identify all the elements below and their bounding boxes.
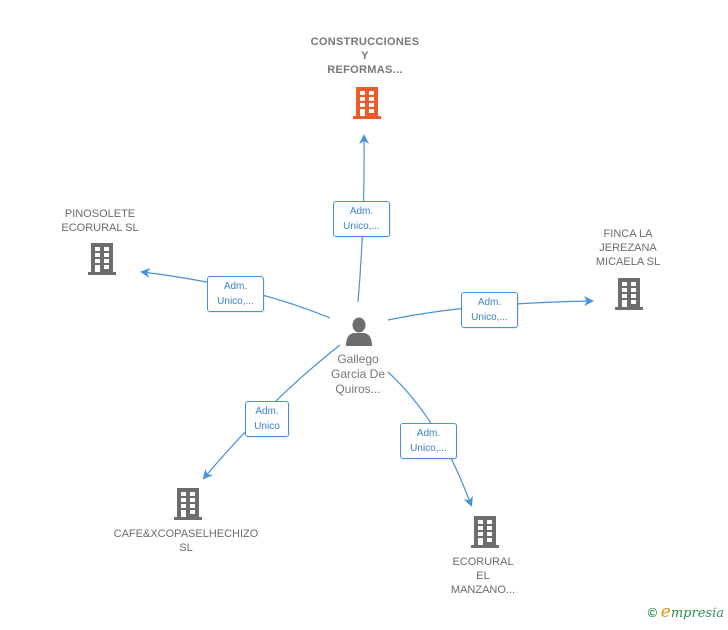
copyright-symbol: ©	[647, 605, 658, 620]
company-name-pinosolete[interactable]: PINOSOLETE ECORURAL SL	[61, 208, 139, 234]
company-name-ecorural[interactable]: ECORURAL EL MANZANO...	[450, 556, 516, 596]
footer-brand[interactable]: © empresia	[648, 602, 724, 622]
role-box-cafe[interactable]: Adm. Unico	[245, 401, 289, 437]
person-name[interactable]: Gallego Garcia De Quiros...	[330, 352, 386, 396]
building-icon[interactable]	[85, 241, 119, 277]
role-box-pinosolete[interactable]: Adm. Unico,...	[207, 276, 264, 312]
building-icon[interactable]	[468, 514, 502, 550]
person-icon[interactable]	[344, 316, 374, 346]
brand-logo-text: mpresia	[670, 606, 724, 621]
company-name-finca[interactable]: FINCA LA JEREZANA MICAELA SL	[595, 228, 661, 268]
building-icon[interactable]	[350, 85, 384, 121]
building-icon[interactable]	[612, 276, 646, 312]
role-box-finca[interactable]: Adm. Unico,...	[461, 292, 518, 328]
company-name-construcciones[interactable]: CONSTRUCCIONES Y REFORMAS...	[310, 36, 420, 76]
building-icon[interactable]	[171, 486, 205, 522]
role-box-construcciones[interactable]: Adm. Unico,...	[333, 201, 390, 237]
company-name-cafe[interactable]: CAFE&XCOPASELHECHIZO SL	[113, 528, 259, 554]
brand-logo-initial: e	[660, 602, 671, 622]
role-box-ecorural[interactable]: Adm. Unico,...	[400, 423, 457, 459]
